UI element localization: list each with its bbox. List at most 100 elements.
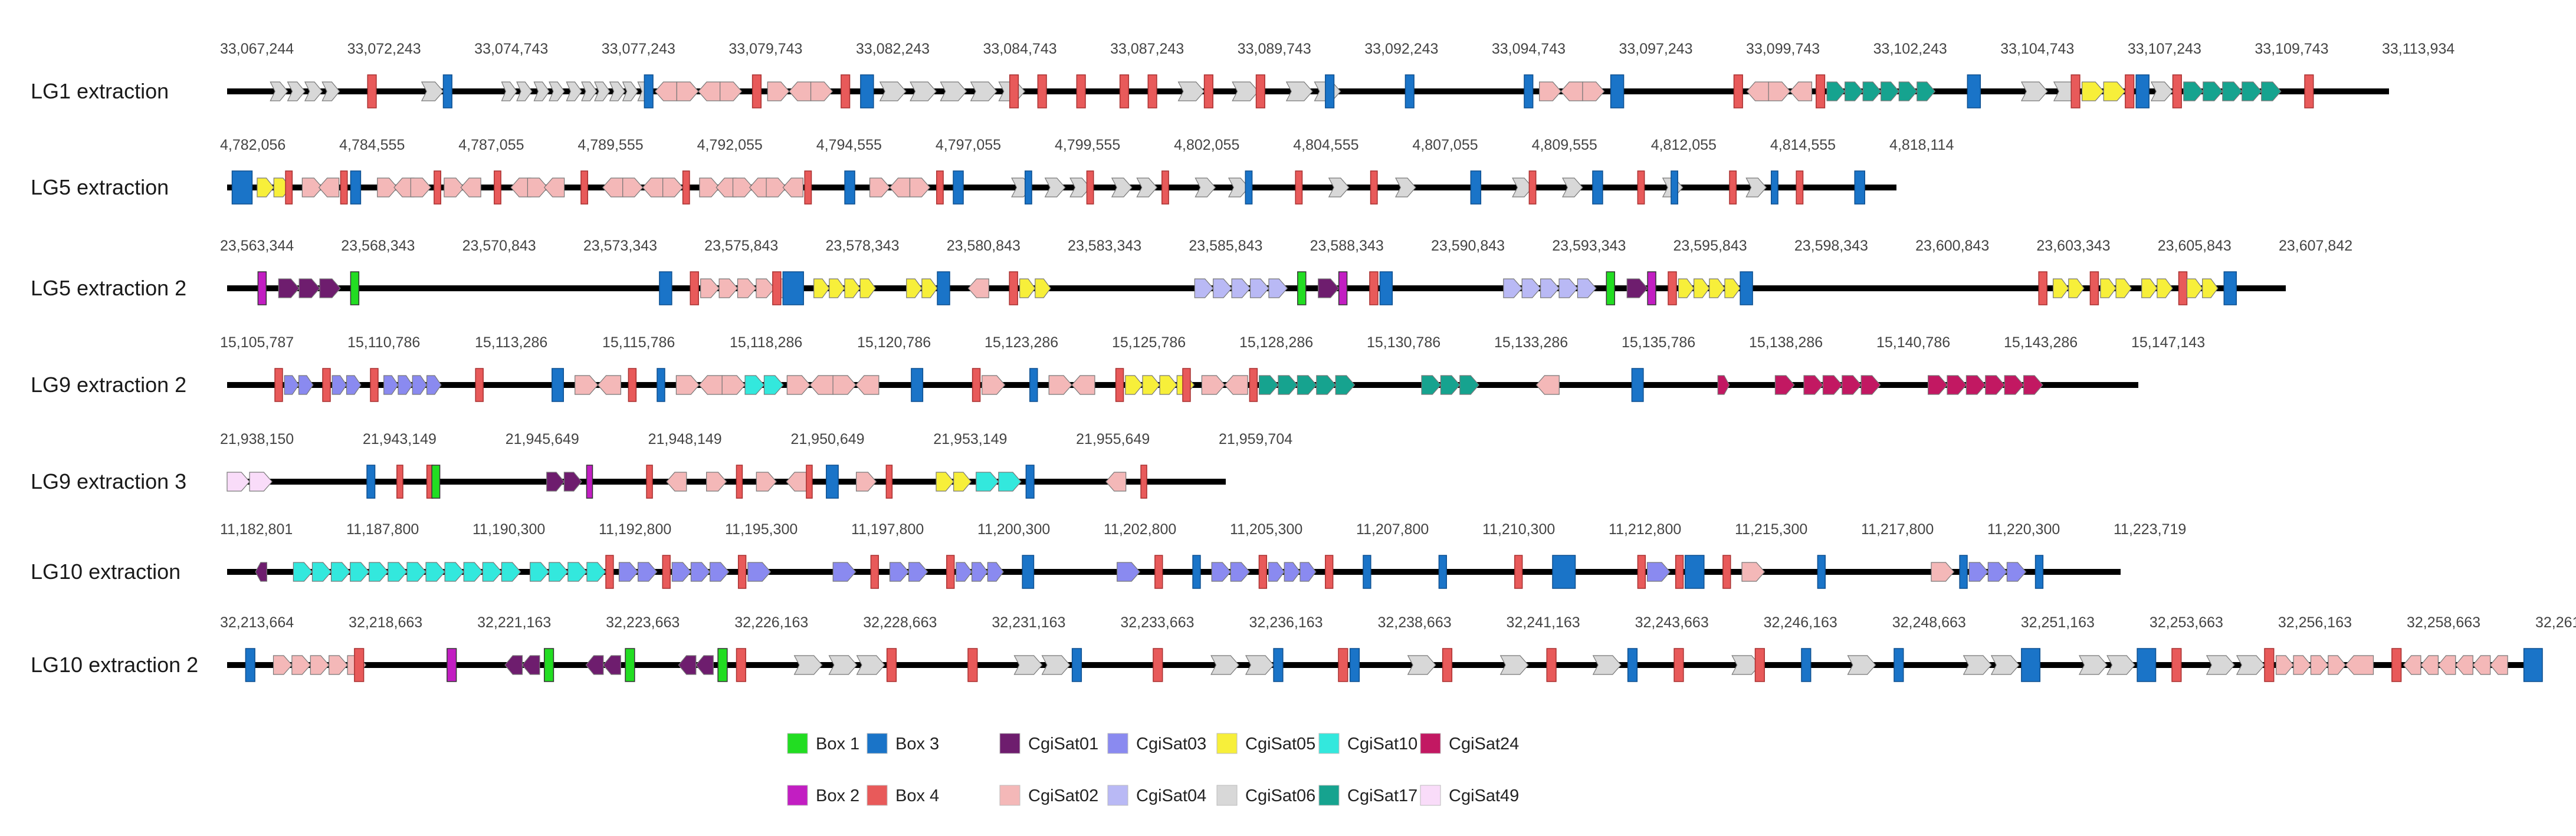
feature-box4	[1325, 555, 1334, 589]
track-label: LG1 extraction	[31, 79, 169, 103]
legend-label: CgiSat04	[1136, 786, 1206, 805]
feature-box4	[1203, 74, 1213, 108]
feature-cgisat05	[2100, 278, 2132, 298]
feature-cgisat02	[869, 177, 891, 198]
feature-cgisat06	[940, 81, 967, 101]
feature-cgisat02	[666, 472, 687, 492]
feature-cgisat03	[1117, 562, 1141, 582]
feature-box4	[605, 555, 614, 589]
position-tick: 32,246,163	[1764, 614, 1837, 631]
feature-cgisat02	[527, 177, 549, 198]
legend-swatch	[1420, 733, 1441, 754]
feature-cgisat02	[786, 472, 807, 492]
position-tick: 15,128,286	[1239, 334, 1313, 351]
feature-box1	[717, 648, 728, 682]
position-tick: 23,585,843	[1189, 238, 1262, 254]
legend-label: CgiSat01	[1028, 735, 1098, 753]
legend-swatch	[1318, 785, 1340, 806]
feature-box4	[1675, 555, 1684, 589]
feature-cgisat03	[618, 562, 658, 582]
legend-item-cgisat06: CgiSat06	[1216, 785, 1315, 806]
feature-cgisat06	[1562, 177, 1583, 198]
feature-cgisat04	[1503, 278, 1597, 298]
position-tick: 15,123,286	[985, 334, 1058, 351]
feature-cgisat06	[1210, 655, 1240, 675]
position-tick: 15,130,786	[1367, 334, 1440, 351]
feature-cgisat10	[976, 472, 1022, 492]
position-tick: 11,223,719	[2114, 521, 2186, 538]
position-tick: 11,207,800	[1356, 521, 1429, 538]
feature-cgisat02	[1741, 562, 1766, 582]
feature-cgisat06	[2150, 81, 2174, 101]
feature-cgisat06	[1847, 655, 1876, 675]
feature-cgisat02	[1768, 81, 1791, 101]
position-tick: 23,600,843	[1915, 238, 1989, 254]
feature-cgisat06	[1041, 655, 1071, 675]
feature-box3	[1524, 74, 1534, 108]
legend-swatch	[1107, 733, 1128, 754]
feature-cgisat02	[622, 177, 644, 198]
legend-item-cgisat03: CgiSat03	[1107, 733, 1206, 754]
position-tick: 21,945,649	[506, 431, 579, 447]
feature-cgisat02	[273, 655, 367, 675]
feature-box4	[1370, 170, 1378, 205]
position-tick: 32,251,163	[2021, 614, 2095, 631]
legend-item-cgisat10: CgiSat10	[1318, 733, 1417, 754]
position-tick: 23,578,343	[825, 238, 899, 254]
feature-cgisat03	[1211, 562, 1251, 582]
feature-cgisat02	[700, 278, 794, 298]
feature-box3	[1325, 74, 1335, 108]
feature-box2	[257, 271, 267, 305]
legend-item-cgisat05: CgiSat05	[1216, 733, 1315, 754]
position-tick: 33,079,743	[729, 41, 802, 57]
legend-label: CgiSat17	[1347, 786, 1417, 805]
feature-cgisat06	[1228, 177, 1249, 198]
position-tick: 33,089,743	[1238, 41, 1311, 57]
feature-box4	[2038, 271, 2047, 305]
position-tick: 21,948,149	[648, 431, 722, 447]
position-tick: 11,220,300	[1987, 521, 2060, 538]
feature-box3	[366, 465, 376, 499]
position-tick: 23,603,343	[2036, 238, 2110, 254]
feature-box3	[1671, 170, 1679, 205]
feature-box4	[662, 555, 671, 589]
feature-cgisat02	[1931, 562, 1955, 582]
feature-box3	[1854, 170, 1865, 205]
feature-cgisat02	[786, 375, 810, 395]
position-tick: 15,133,286	[1494, 334, 1568, 351]
feature-box2	[1338, 271, 1348, 305]
position-tick: 23,563,344	[220, 238, 294, 254]
feature-cgisat02	[1560, 81, 1583, 101]
feature-cgisat02	[543, 177, 565, 198]
position-tick: 32,231,163	[992, 614, 1065, 631]
feature-box3	[1801, 648, 1812, 682]
feature-box4	[1733, 74, 1743, 108]
feature-box3	[1552, 555, 1576, 589]
feature-cgisat02	[1535, 375, 1560, 395]
feature-cgisat10	[529, 562, 606, 582]
feature-cgisat02	[732, 177, 754, 198]
feature-box4	[1729, 170, 1737, 205]
position-tick: 4,792,055	[697, 137, 763, 153]
legend-swatch	[1216, 785, 1238, 806]
position-tick: 15,125,786	[1112, 334, 1186, 351]
position-tick: 23,568,343	[341, 238, 415, 254]
feature-box4	[772, 271, 782, 305]
feature-cgisat02	[460, 177, 481, 198]
position-tick: 23,575,843	[704, 238, 778, 254]
feature-cgisat02	[810, 81, 833, 101]
feature-cgisat24	[1928, 375, 2043, 395]
feature-box4	[1255, 74, 1265, 108]
feature-box4	[1528, 170, 1537, 205]
position-tick: 33,097,243	[1619, 41, 1692, 57]
feature-cgisat02	[909, 177, 931, 198]
feature-box4	[885, 465, 893, 499]
feature-box4	[1249, 368, 1258, 402]
feature-cgisat06	[2106, 655, 2135, 675]
track-label: LG10 extraction	[31, 559, 181, 584]
position-tick: 4,804,555	[1293, 137, 1358, 153]
feature-box4	[1182, 368, 1191, 402]
legend-swatch	[1420, 785, 1441, 806]
